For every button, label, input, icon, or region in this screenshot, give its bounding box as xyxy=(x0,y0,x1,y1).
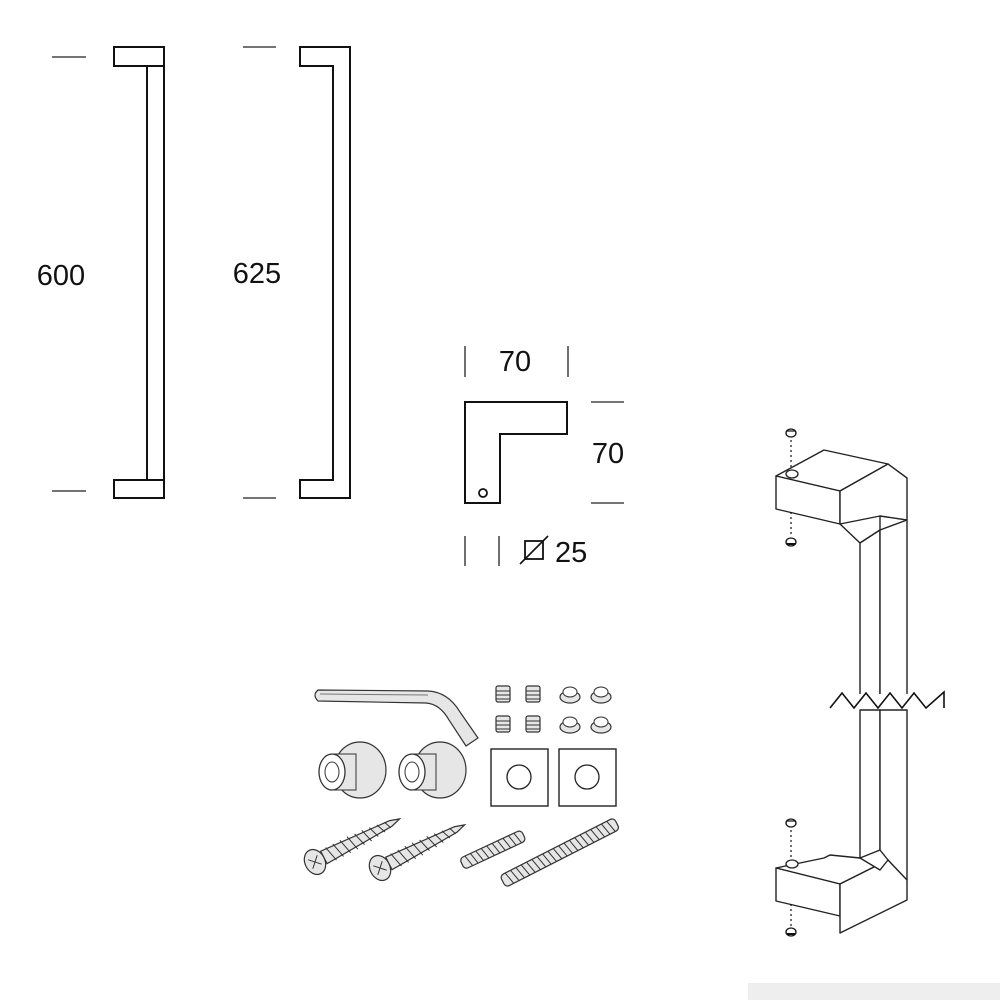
wood-screw-icon xyxy=(303,817,467,882)
square-section-icon xyxy=(519,535,549,565)
dimension-diameter-label: 25 xyxy=(555,537,587,569)
dimension-600-label: 600 xyxy=(37,260,85,292)
hex-key-icon xyxy=(314,689,479,747)
upper-bar-front xyxy=(879,519,908,696)
handle-600-side-view: 600 xyxy=(37,46,165,499)
lower-bar-side xyxy=(859,709,881,871)
cap-bottom-under-icon xyxy=(785,927,797,937)
spacer-bushing-icon xyxy=(318,741,467,799)
cap-bottom-icon xyxy=(785,818,797,828)
screw-hole-icon xyxy=(478,488,488,498)
handle-isometric-view xyxy=(775,428,945,937)
bottom-screw-hole-icon xyxy=(785,859,799,869)
upper-bar-side xyxy=(859,529,881,696)
cap-top-icon xyxy=(785,428,797,438)
bottom-strip xyxy=(748,983,1000,1000)
dimension-depth-label: 70 xyxy=(592,438,624,470)
handle-625-side-view: 625 xyxy=(233,46,351,499)
l-profile-outline xyxy=(464,401,568,504)
bottom-bend-inner xyxy=(859,849,889,871)
top-screw-hole-icon xyxy=(785,469,799,479)
square-rosette-icon xyxy=(490,748,617,807)
dimension-width-label: 70 xyxy=(499,346,531,378)
cap-top-under-icon xyxy=(785,537,797,547)
cap-icon xyxy=(559,686,612,734)
break-line xyxy=(829,690,945,710)
grub-screw-icon xyxy=(495,685,541,733)
threaded-rod-icon xyxy=(460,818,619,887)
dimension-625-label: 625 xyxy=(233,258,281,290)
handle-600-outline xyxy=(113,46,165,499)
fixing-kit xyxy=(303,685,619,887)
handle-625-outline xyxy=(299,46,351,499)
cross-section-detail: 70 70 25 xyxy=(464,346,624,569)
